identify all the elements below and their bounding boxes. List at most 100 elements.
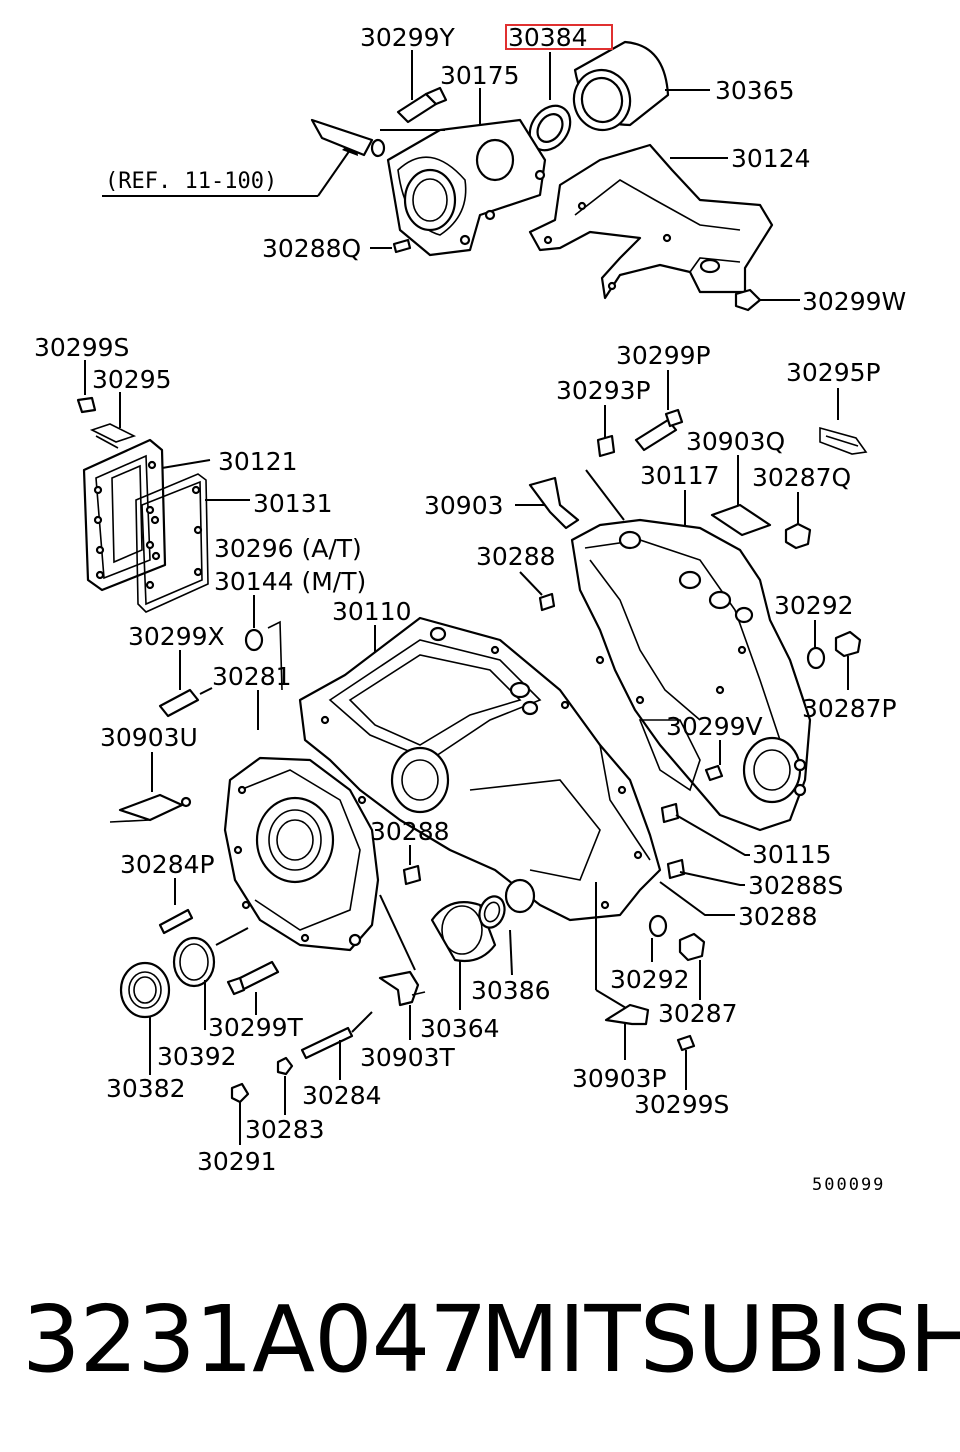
label-ref: (REF. 11-100) (105, 169, 277, 194)
nut-30283 (276, 1056, 294, 1115)
stud-30284 (300, 1011, 373, 1080)
label-30292-a: 30292 (774, 591, 854, 620)
gasket-30292-top (806, 620, 826, 670)
label-30175: 30175 (440, 61, 520, 90)
label-30392: 30392 (157, 1042, 237, 1071)
leader-30288-right (659, 881, 735, 916)
side-cover-group (76, 360, 250, 613)
bracket-30903T (378, 894, 426, 1040)
part-labels: 30299Y 30384 30175 30365 30124 (REF. 11-… (34, 23, 906, 1195)
extension-housing-30175 (386, 88, 547, 257)
seal-30382 (119, 961, 171, 1075)
label-30117: 30117 (640, 461, 720, 490)
bracket-30903P (595, 882, 650, 1060)
label-30299Y: 30299Y (360, 23, 456, 52)
label-30292-b: 30292 (610, 965, 690, 994)
pin-30288Q (370, 238, 412, 254)
label-30131: 30131 (253, 489, 333, 518)
label-30299V: 30299V (666, 712, 763, 741)
cover-30121 (82, 438, 211, 592)
label-30288-a: 30288 (476, 542, 556, 571)
bracket-30295P (819, 388, 868, 455)
brand-name: MITSUBISHI (480, 1286, 960, 1393)
footer: 3231A047 MITSUBISHI (0, 1280, 960, 1400)
label-30283: 30283 (245, 1115, 325, 1144)
label-30144: 30144 (M/T) (214, 567, 366, 596)
transfer-case-30117 (570, 490, 812, 832)
upper-assembly (102, 40, 800, 312)
label-30299S-bottom: 30299S (634, 1090, 729, 1119)
cover-plate-30124 (528, 143, 774, 300)
label-30386: 30386 (471, 976, 551, 1005)
bracket-30295 (89, 392, 137, 449)
bracket-30903 (515, 476, 580, 530)
diagram-code: 500099 (812, 1175, 885, 1195)
stud-30284P (158, 878, 194, 935)
bolt-30299W (734, 288, 800, 312)
gasket-30292-bottom (648, 914, 668, 962)
label-30287Q: 30287Q (752, 463, 851, 492)
label-30281: 30281 (212, 662, 292, 691)
label-30296: 30296 (A/T) (214, 534, 362, 563)
label-30299X: 30299X (128, 622, 225, 651)
front-housing-30281 (223, 690, 380, 952)
shim-30392 (172, 927, 249, 1030)
label-30288-b: 30288 (370, 817, 450, 846)
plug-30287P (834, 630, 862, 690)
bracket-30903Q (710, 455, 772, 537)
seal-30386 (478, 878, 536, 976)
bolt-30299T (226, 960, 280, 1015)
plug-30296 (244, 595, 283, 691)
label-30110: 30110 (332, 597, 412, 626)
label-30284: 30284 (302, 1081, 382, 1110)
label-30288-c: 30288 (738, 902, 818, 931)
label-30903T: 30903T (360, 1043, 456, 1072)
part-number: 3231A047 (22, 1286, 488, 1393)
gasket-30131 (135, 473, 250, 613)
ref-pointer (102, 118, 445, 197)
dowel-30288S (666, 858, 745, 886)
right-case-group (515, 370, 868, 1000)
label-30903: 30903 (424, 491, 504, 520)
main-case-30110 (298, 616, 662, 922)
bolt-30299Y (396, 50, 448, 124)
label-30124: 30124 (731, 144, 811, 173)
label-30299T: 30299T (208, 1013, 304, 1042)
label-30288Q: 30288Q (262, 234, 361, 263)
dowel-30288-top (519, 571, 556, 612)
label-30299S-top: 30299S (34, 333, 129, 362)
bracket-30903U (109, 752, 192, 823)
bolt-30299P (634, 370, 684, 452)
seal-30384 (528, 52, 572, 152)
label-30115: 30115 (752, 840, 832, 869)
dowel-30288-center (402, 845, 422, 886)
label-30903Q: 30903Q (686, 427, 785, 456)
bolt-30299X (158, 650, 213, 718)
plug-30287 (678, 932, 706, 1000)
label-30384: 30384 (508, 23, 588, 52)
label-30287: 30287 (658, 999, 738, 1028)
plug-30287Q (784, 492, 812, 550)
label-30295P: 30295P (786, 358, 881, 387)
label-30903P: 30903P (572, 1064, 667, 1093)
main-case-group (109, 595, 696, 1145)
label-30365: 30365 (715, 76, 795, 105)
label-30284P: 30284P (120, 850, 215, 879)
label-30382: 30382 (106, 1074, 186, 1103)
bolt-30299V (704, 740, 724, 782)
label-30121: 30121 (218, 447, 298, 476)
label-30291: 30291 (197, 1147, 277, 1176)
clip-30293P (585, 405, 625, 521)
nut-30291 (230, 1082, 250, 1145)
label-30299W: 30299W (802, 287, 906, 316)
label-30293P: 30293P (556, 376, 651, 405)
label-30295: 30295 (92, 365, 172, 394)
label-30299P: 30299P (616, 341, 711, 370)
dowel-30115 (660, 802, 750, 856)
label-30288S: 30288S (748, 871, 843, 900)
label-30287P: 30287P (802, 694, 897, 723)
cylinder-30365 (572, 40, 710, 132)
bolt-30299S-bottom (676, 1034, 696, 1090)
bolt-30299S-top (76, 360, 97, 414)
